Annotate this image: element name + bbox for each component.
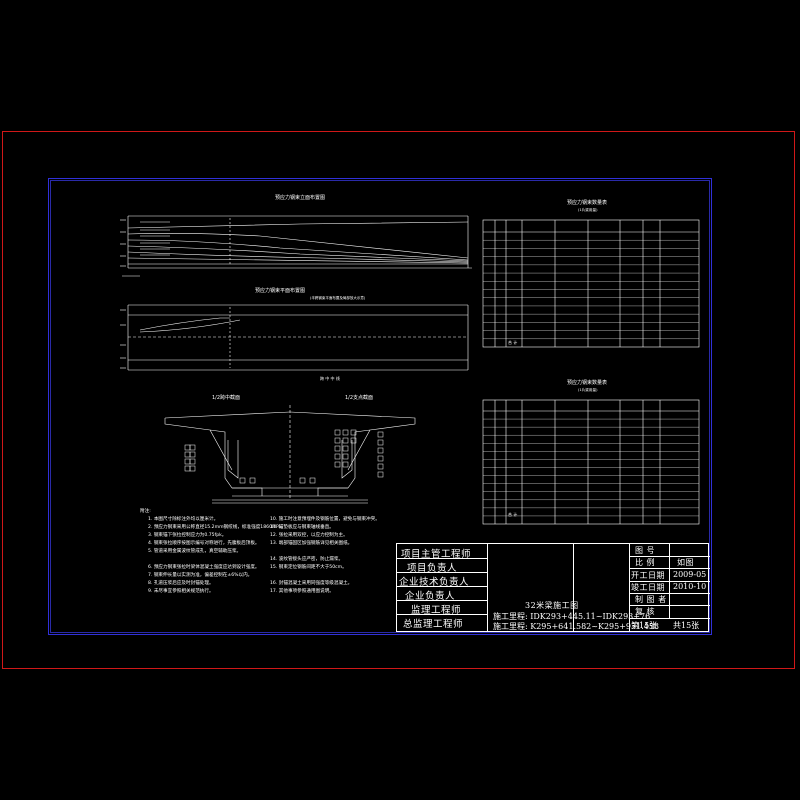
value-scale: 如图	[677, 558, 694, 567]
note-line: 5. 管道采用金属波纹管成孔，真空辅助压浆。	[148, 549, 242, 554]
detail-box	[184, 458, 191, 465]
bottom-table-total: 合 计	[508, 512, 518, 517]
role-2: 项目负责人	[407, 563, 458, 574]
drawing-name: 32米梁施工图	[525, 601, 579, 610]
detail-box	[377, 463, 384, 470]
detail-box	[189, 451, 196, 458]
detail-box	[309, 477, 316, 484]
note-line: 15. 钢束定位钢筋间距不大于50cm。	[270, 565, 347, 570]
detail-box	[189, 458, 196, 465]
detail-box	[334, 437, 341, 444]
notes-left-column: 1. 本图尺寸除标注外均以厘米计。 2. 预应力钢束采用公称直径15.2mm钢绞线…	[148, 516, 286, 596]
detail-box	[377, 471, 384, 478]
note-line: 7. 钢束伸长量以实测为准，偏差控制在±6%以内。	[148, 573, 253, 578]
note-line: 3. 钢束锚下张拉控制应力为0.75fpk。	[148, 533, 227, 538]
notes-heading: 附注:	[140, 509, 151, 514]
role-5: 监理工程师	[411, 605, 462, 616]
note-line	[148, 556, 286, 564]
note-line: 14. 波纹管接头应严密，防止漏浆。	[270, 557, 344, 562]
section-right-title: 1/2支点截面	[345, 395, 374, 401]
bottom-table-title: 预应力钢束数量表	[567, 380, 608, 386]
detail-box	[184, 444, 191, 451]
sheet-no: 第15张	[631, 621, 658, 630]
inner-border-secondary	[50, 180, 710, 633]
note-line: 8. 孔道压浆后应及时封锚处理。	[148, 581, 214, 586]
plan-subtitle: (半跨钢束平面布置及局部放大示意)	[310, 296, 366, 300]
note-line	[270, 548, 380, 556]
detail-box	[189, 465, 196, 472]
bottom-table-subtitle: (1片梁用量)	[578, 388, 598, 392]
note-line: 11. 锚垫板应与钢束轴线垂直。	[270, 525, 334, 530]
note-line: 1. 本图尺寸除标注外均以厘米计。	[148, 517, 219, 522]
detail-box	[184, 465, 191, 472]
note-line: 17. 其他事项参照通用图说明。	[270, 589, 334, 594]
label-review: 复 核	[635, 607, 656, 616]
detail-box	[239, 477, 246, 484]
role-6: 总监理工程师	[403, 619, 464, 630]
note-line: 4. 钢束张拉顺序按图示编号对称进行，先腹板后顶板。	[148, 541, 260, 546]
detail-box	[334, 445, 341, 452]
notes-right-column: 10. 施工时注意预埋件及钢筋位置，避免与钢束冲突。 11. 锚垫板应与钢束轴线垂…	[270, 516, 380, 596]
note-line	[270, 572, 380, 580]
mileage-1: 施工里程: IDK293+445.11~IDK293+76	[493, 612, 651, 621]
label-figure-no: 图 号	[635, 546, 656, 555]
detail-box	[184, 451, 191, 458]
detail-box	[350, 429, 357, 436]
detail-box	[299, 477, 306, 484]
value-start-date: 2009-05	[673, 570, 707, 579]
detail-box	[334, 429, 341, 436]
top-table-title: 预应力钢束数量表	[567, 200, 608, 206]
role-1: 项目主管工程师	[401, 549, 472, 560]
label-drafter: 制 图 者	[635, 595, 667, 604]
plan-title: 预应力钢束平面布置图	[255, 288, 306, 294]
note-line: 16. 封锚混凝土采用同强度等级混凝土。	[270, 581, 353, 586]
value-end-date: 2010-10	[673, 582, 707, 591]
label-scale: 比 例	[635, 558, 656, 567]
note-line: 13. 端部锚固区加强钢筋详见相关图纸。	[270, 541, 353, 546]
detail-box	[342, 453, 349, 460]
title-block: 项目主管工程师 项目负责人 企业技术负责人 企业负责人 监理工程师 总监理工程师…	[396, 543, 710, 632]
outer-border	[2, 131, 795, 669]
role-4: 企业负责人	[405, 591, 456, 602]
detail-box	[342, 437, 349, 444]
detail-box	[334, 453, 341, 460]
detail-box	[350, 437, 357, 444]
note-line: 10. 施工时注意预埋件及钢筋位置，避免与钢束冲突。	[270, 517, 380, 522]
detail-box	[342, 461, 349, 468]
label-end-date: 竣工日期	[631, 583, 665, 592]
sheet-total: 共15张	[673, 621, 700, 630]
note-line: 9. 未尽事宜参照相关规范执行。	[148, 589, 214, 594]
detail-box	[342, 445, 349, 452]
note-line: 12. 张拉采用双控，以应力控制为主。	[270, 533, 348, 538]
label-start-date: 开工日期	[631, 571, 665, 580]
mileage-2: 施工里程: K295+641.582~K295+931.458	[493, 622, 660, 631]
detail-box	[377, 431, 384, 438]
detail-box	[377, 455, 384, 462]
detail-box	[189, 444, 196, 451]
elevation-title: 预应力钢束立面布置图	[275, 195, 326, 201]
note-line: 6. 预应力钢束张拉时梁体混凝土强度应达到设计强度。	[148, 565, 260, 570]
plan-center-label: 跨 中 中 线	[320, 376, 340, 381]
detail-box	[377, 447, 384, 454]
detail-box	[334, 461, 341, 468]
detail-box	[249, 477, 256, 484]
inner-border	[48, 178, 712, 635]
section-left-title: 1/2跨中截面	[212, 395, 241, 401]
detail-box	[377, 439, 384, 446]
note-line: 2. 预应力钢束采用公称直径15.2mm钢绞线，标准强度1860MPa。	[148, 525, 286, 530]
top-table-total: 合 计	[508, 340, 518, 345]
role-3: 企业技术负责人	[399, 577, 470, 588]
detail-box	[342, 429, 349, 436]
top-table-subtitle: (1片梁用量)	[578, 208, 598, 212]
